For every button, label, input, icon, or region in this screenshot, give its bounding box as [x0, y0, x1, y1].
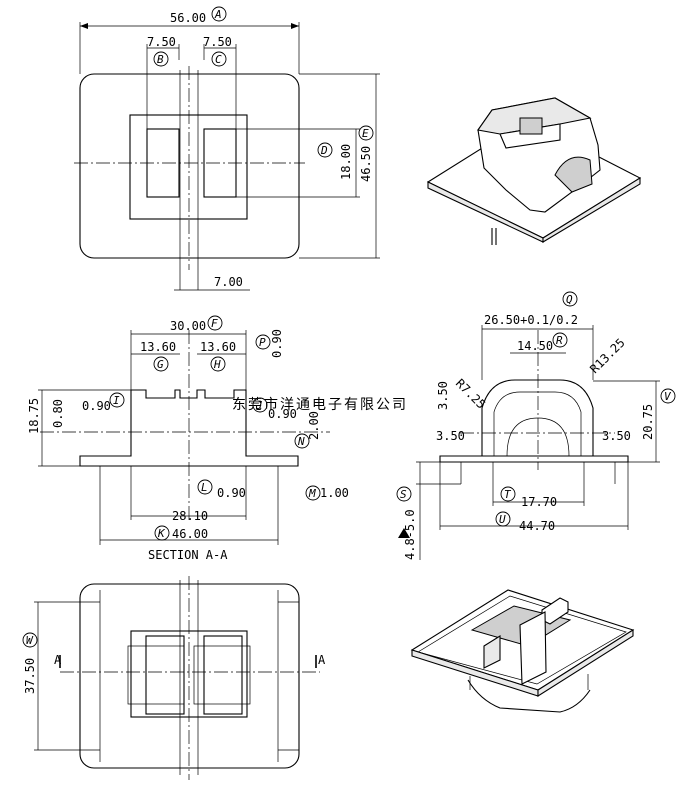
dim-0.80: 0.80	[51, 399, 65, 428]
svg-text:S: S	[400, 488, 407, 501]
callout-R: R	[552, 332, 568, 348]
callout-B: B	[153, 51, 169, 67]
callout-S: S	[396, 486, 412, 502]
dim-R: 14.50	[517, 339, 553, 353]
callout-U: U	[495, 511, 511, 527]
svg-text:I: I	[113, 394, 120, 407]
callout-E: E	[358, 125, 374, 141]
callout-G: G	[153, 356, 169, 372]
iso-view-bottom	[410, 589, 635, 713]
svg-text:J: J	[255, 399, 263, 412]
svg-text:D: D	[320, 144, 328, 157]
iso-view-top	[426, 97, 642, 245]
dim-B: 7.50	[147, 35, 176, 49]
svg-text:W: W	[26, 634, 34, 647]
dim-3.50-right: 3.50	[602, 429, 631, 443]
dim-L: 0.90	[217, 486, 246, 500]
section-mark-left: A	[54, 653, 62, 667]
svg-text:P: P	[259, 336, 266, 349]
callout-F: F	[207, 315, 223, 331]
dim-V: 20.75	[641, 404, 655, 440]
svg-text:K: K	[157, 527, 166, 540]
dim-D: 18.00	[339, 144, 353, 180]
front-view: 26.50+0.1/0.2 14.50 R7.25 R13.25 3.50 3.…	[396, 291, 676, 560]
dim-P: 0.90	[270, 329, 284, 358]
dim-E: 46.50	[359, 146, 373, 182]
dim-W: 37.50	[23, 658, 37, 694]
dim-S: 4.8-5.0	[403, 509, 417, 560]
dim-H: 13.60	[200, 340, 236, 354]
dim-3.50-vert: 3.50	[436, 381, 450, 410]
dim-F: 30.00	[170, 319, 206, 333]
callout-V: V	[660, 388, 676, 404]
dim-R7.25: R7.25	[453, 376, 488, 411]
callout-C: C	[211, 51, 227, 67]
callout-A: A	[211, 6, 227, 22]
section-view: 30.00 13.60 13.60 0.90 18.75 0.80 0.90 0…	[27, 315, 349, 562]
callout-Q: Q	[562, 291, 578, 307]
dim-I: 0.90	[82, 399, 111, 413]
svg-text:A: A	[214, 8, 222, 21]
dim-18.75: 18.75	[27, 398, 41, 434]
callout-H: H	[210, 356, 226, 372]
dim-J: 0.90	[268, 407, 297, 421]
svg-text:R: R	[556, 334, 563, 347]
dim-T: 17.70	[521, 495, 557, 509]
callout-L: L	[197, 479, 213, 495]
svg-text:Q: Q	[566, 293, 573, 306]
svg-text:C: C	[215, 53, 222, 66]
svg-text:G: G	[157, 358, 164, 371]
callout-M: M	[305, 485, 321, 501]
dim-28.10: 28.10	[172, 509, 208, 523]
dim-3.50-left: 3.50	[436, 429, 465, 443]
watermark: 东莞市洋通电子有限公司	[232, 396, 408, 413]
svg-text:H: H	[213, 358, 221, 371]
callout-P: P	[255, 334, 271, 350]
callout-N: N	[294, 433, 310, 449]
dim-Q: 26.50+0.1/0.2	[484, 313, 578, 327]
dim-2.00: 2.00	[307, 411, 321, 440]
svg-text:E: E	[362, 127, 369, 140]
callout-D: D	[317, 142, 333, 158]
dim-K: 46.00	[172, 527, 208, 541]
svg-text:T: T	[504, 488, 512, 501]
bottom-view: 37.50 A A W	[22, 576, 326, 780]
svg-text:N: N	[297, 435, 305, 448]
callout-K: K	[154, 525, 170, 541]
callout-I: I	[109, 392, 125, 408]
callout-T: T	[500, 486, 516, 502]
dim-bottom-gap: 7.00	[214, 275, 243, 289]
dim-M: 1.00	[320, 486, 349, 500]
section-mark-right: A	[318, 653, 326, 667]
dim-A: 56.00	[170, 11, 206, 25]
svg-text:F: F	[211, 317, 218, 330]
dim-C: 7.50	[203, 35, 232, 49]
callout-W: W	[22, 632, 38, 648]
svg-text:L: L	[201, 481, 208, 494]
callout-J: J	[252, 397, 268, 413]
svg-text:U: U	[499, 513, 506, 526]
svg-text:V: V	[664, 390, 672, 403]
dim-G: 13.60	[140, 340, 176, 354]
triangle-icon	[398, 528, 410, 538]
dim-U: 44.70	[519, 519, 555, 533]
top-view: 56.00 7.50 7.50 18.00 46.50 7.00 A B C D…	[74, 6, 380, 291]
section-title: SECTION A-A	[148, 548, 228, 562]
svg-text:B: B	[157, 53, 164, 66]
svg-text:M: M	[308, 487, 316, 500]
